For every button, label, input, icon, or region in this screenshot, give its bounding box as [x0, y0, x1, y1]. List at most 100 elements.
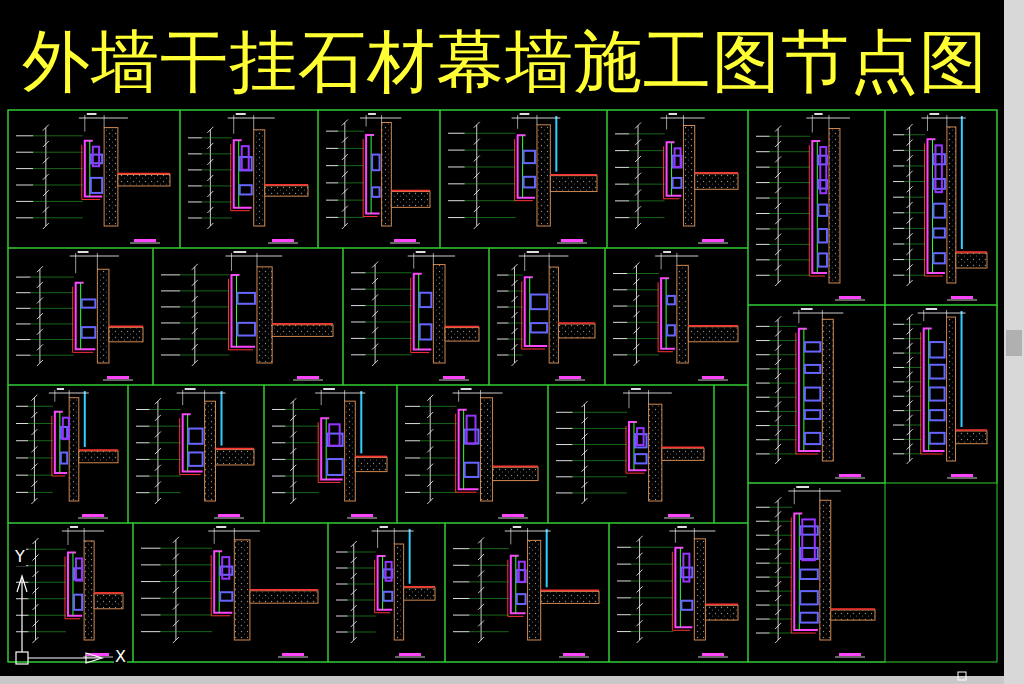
floor-slab: [118, 174, 170, 185]
leader-line: [31, 292, 74, 293]
stone-panel: [927, 139, 944, 273]
dimension-text-stub: [233, 251, 246, 253]
dimension-line: [806, 118, 850, 119]
dimension-tick: [512, 296, 518, 302]
dimension-tick: [192, 280, 198, 286]
detail-title-bar: [702, 653, 724, 656]
floor-slab: [705, 605, 738, 620]
dimension-tick: [351, 605, 357, 611]
dimension-tick: [907, 386, 913, 392]
dimension-tick: [775, 553, 781, 559]
leader-line: [770, 563, 793, 564]
leader-line: [33, 201, 83, 202]
dimension-tick: [33, 538, 39, 544]
annotation-stub: [893, 324, 904, 325]
annotation-stub: [336, 552, 348, 553]
panel-border: [8, 385, 128, 523]
dimension-tick: [31, 446, 37, 452]
detail-title-line: [78, 518, 108, 519]
dimension-tick: [372, 278, 378, 284]
floor-slab: [79, 451, 118, 463]
dimension-tick: [290, 481, 296, 487]
dimension-tick: [775, 265, 781, 271]
annotation-stub: [272, 459, 285, 460]
waterproof-line: [831, 608, 875, 610]
leader-line: [420, 492, 457, 493]
floor-slab: [550, 176, 597, 192]
leader-line: [904, 381, 922, 382]
leader-line: [770, 453, 797, 454]
leader-line: [420, 423, 457, 424]
stone-panel: [76, 283, 96, 350]
leader-line: [202, 153, 232, 154]
node-detail: [405, 388, 538, 518]
waterproof-line: [688, 325, 738, 327]
steel-bracket: [372, 155, 379, 171]
leader-line: [161, 598, 213, 599]
dimension-tick: [907, 314, 913, 320]
detail-title-line: [559, 657, 589, 658]
leader-line: [338, 200, 364, 201]
floor-slab: [265, 186, 308, 196]
dimension-tick: [372, 294, 378, 300]
dimension-tick: [37, 329, 43, 335]
leader-line: [285, 426, 319, 427]
dimension-tick: [775, 373, 781, 379]
annotation-stub: [613, 322, 627, 323]
node-detail: [136, 388, 254, 518]
leader-line: [904, 150, 925, 151]
node-detail: [326, 113, 430, 243]
dimension-line: [661, 118, 705, 119]
dimension-tick: [427, 446, 433, 452]
leader-line: [770, 619, 793, 620]
steel-bracket: [933, 228, 944, 237]
steel-section: [93, 147, 99, 167]
dimension-tick: [342, 189, 348, 195]
annotation-stub: [756, 182, 770, 183]
stone-panel: [214, 551, 232, 613]
annotation-stub: [893, 165, 904, 166]
scroll-thumb: [1006, 330, 1022, 356]
dimension-tick: [637, 620, 643, 626]
leader-line: [285, 442, 319, 443]
dimension-tick: [173, 637, 179, 643]
dimension-tick: [775, 525, 781, 531]
dimension-tick: [372, 311, 378, 317]
annotation-stub: [448, 166, 465, 167]
extension-line: [321, 390, 322, 405]
dimension-tick: [907, 155, 913, 161]
dimension-tick: [43, 141, 49, 147]
dimension-tick: [635, 223, 641, 229]
leader-line: [465, 150, 516, 151]
dimension-tick: [31, 498, 37, 504]
dimension-tick: [582, 466, 588, 472]
concrete-wall: [345, 401, 356, 501]
dimension-tick: [775, 330, 781, 336]
dimension-tick: [290, 398, 296, 404]
annotation-stub: [405, 492, 420, 493]
dimension-tick: [635, 139, 641, 145]
dimension-tick: [907, 202, 913, 208]
leader-line: [150, 442, 181, 443]
annotation-stub: [16, 217, 33, 218]
leader-line: [33, 217, 83, 218]
dimension-tick: [775, 511, 781, 517]
steel-bracket: [800, 613, 818, 623]
dimension-tick: [192, 360, 198, 366]
annotation-stub: [405, 475, 420, 476]
extension-line: [84, 528, 85, 541]
extension-line: [946, 310, 947, 317]
panel-border: [318, 110, 440, 248]
annotation-stub: [756, 411, 770, 412]
annotation-stub: [16, 135, 33, 136]
annotation-stub: [448, 200, 465, 201]
annotation-stub: [756, 136, 770, 137]
concrete-wall: [257, 267, 272, 363]
floor-slab: [391, 192, 430, 208]
extension-line: [946, 115, 947, 127]
leader-line: [285, 459, 319, 460]
node-detail: [556, 388, 704, 518]
dimension-tick: [907, 233, 913, 239]
leader-line: [509, 355, 523, 356]
steel-bracket: [933, 253, 944, 263]
